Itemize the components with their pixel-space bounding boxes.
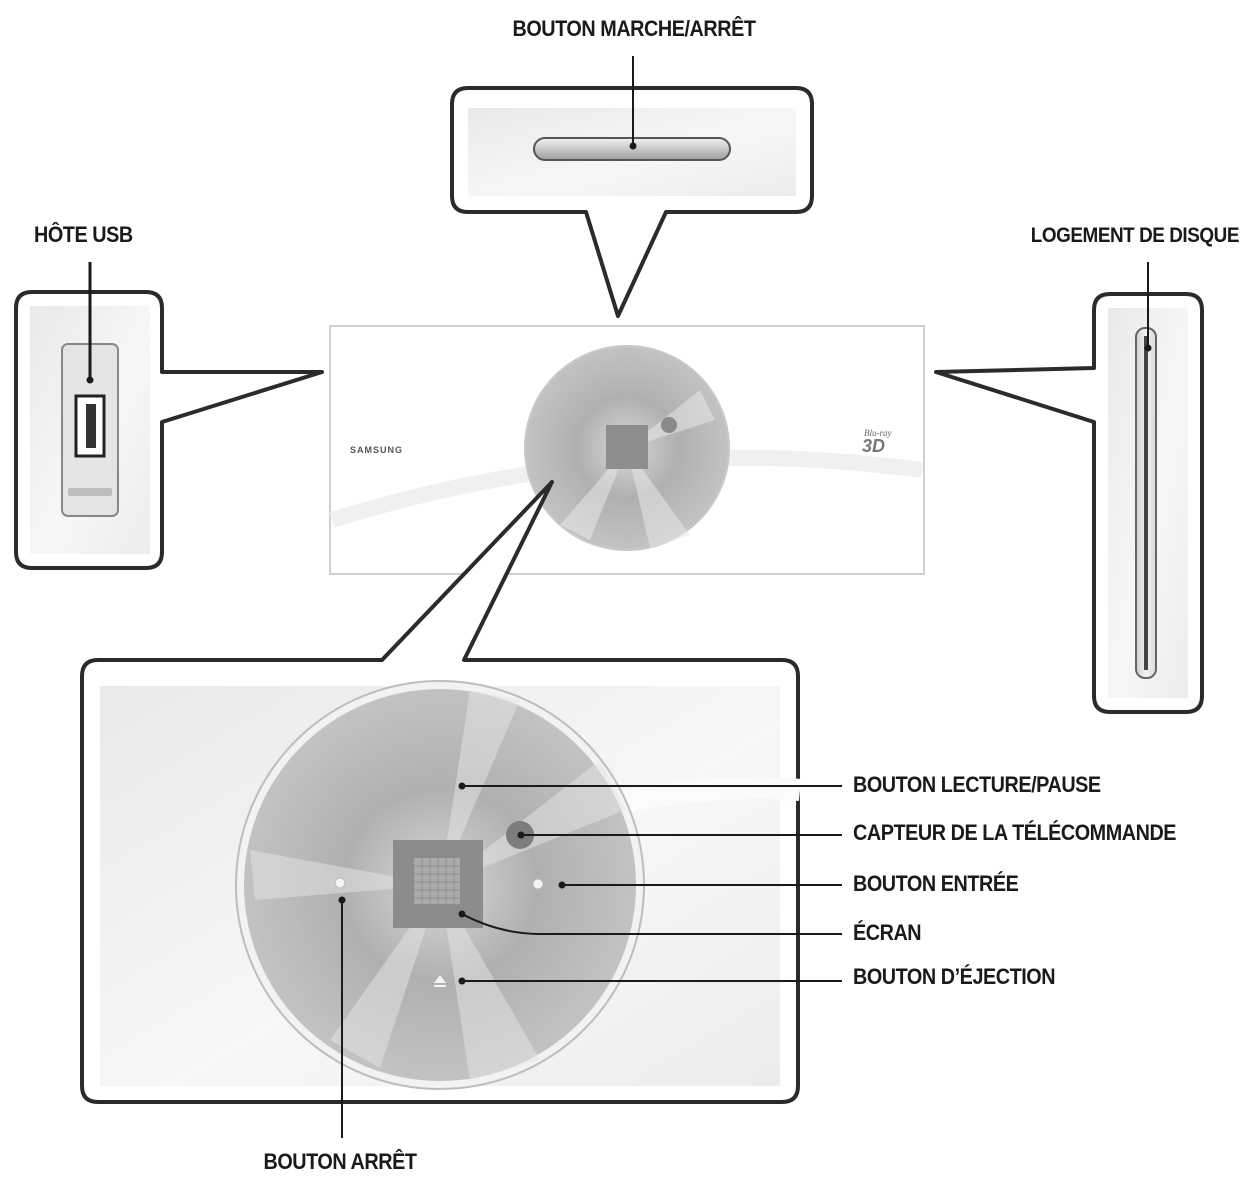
label-eject-button: BOUTON D’ÉJECTION <box>853 964 1056 989</box>
usb-port-bottom <box>68 488 112 496</box>
usb-port-tongue <box>86 404 96 448</box>
label-usb-host: HÔTE USB <box>34 222 133 247</box>
usb-leader-dot <box>86 376 94 384</box>
bluray-3d-logo: 3D <box>862 436 886 456</box>
device-display-square <box>606 425 648 469</box>
label-disc-slot: LOGEMENT DE DISQUE <box>1030 224 1240 247</box>
label-power-button: BOUTON MARCHE/ARRÊT <box>512 16 756 41</box>
disc-slot-leader-dot <box>1144 344 1152 352</box>
bluray-logo-text: Blu-ray <box>864 428 892 438</box>
label-stop-button: BOUTON ARRÊT <box>263 1149 417 1174</box>
stop-button-icon <box>334 877 346 889</box>
label-display: ÉCRAN <box>853 920 922 945</box>
controls-leader-dots <box>338 782 566 985</box>
controls-display-grid-lines <box>414 858 460 904</box>
controls-leader-lines <box>341 785 842 1138</box>
label-remote-sensor: CAPTEUR DE LA TÉLÉCOMMANDE <box>853 820 1177 845</box>
controls-display-grid <box>414 858 460 904</box>
eject-button-icon <box>434 975 446 987</box>
enter-button-icon <box>532 878 544 890</box>
label-play-pause-button: BOUTON LECTURE/PAUSE <box>853 772 1101 797</box>
device-brand-logo: SAMSUNG <box>350 445 404 455</box>
label-enter-button: BOUTON ENTRÉE <box>853 871 1019 896</box>
device-sensor-dot <box>661 417 677 433</box>
power-leader-dot <box>629 142 637 150</box>
